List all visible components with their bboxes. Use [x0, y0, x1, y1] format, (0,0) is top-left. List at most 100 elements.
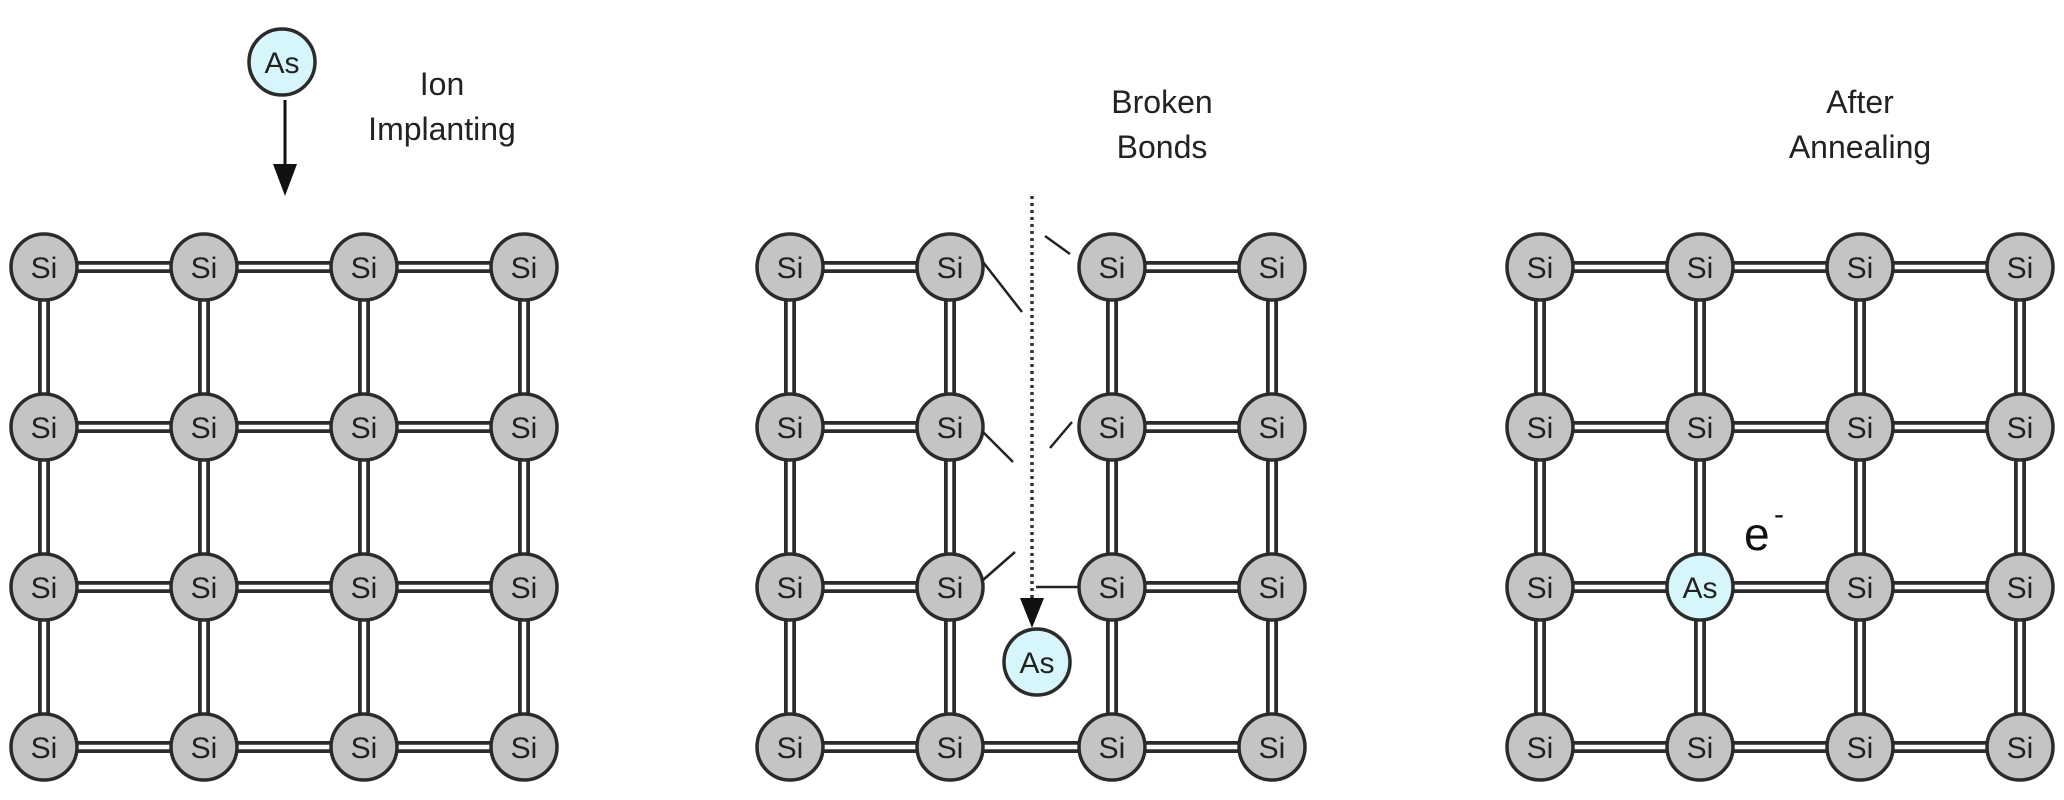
- silicon-atom: Si: [915, 232, 985, 302]
- silicon-atom-circle: [329, 392, 399, 462]
- silicon-atom: Si: [1505, 552, 1575, 622]
- silicon-atom-circle: [1825, 552, 1895, 622]
- atom-label: Si: [1527, 412, 1554, 445]
- caption-line: Implanting: [368, 111, 516, 147]
- silicon-atom-circle: [489, 392, 559, 462]
- atom-label: Si: [351, 252, 378, 285]
- atom-label: Si: [191, 732, 218, 765]
- silicon-atom-circle: [915, 712, 985, 782]
- atom-label: Si: [777, 732, 804, 765]
- silicon-atom-circle: [1985, 232, 2055, 302]
- silicon-atom: Si: [755, 232, 825, 302]
- atom-label: Si: [1687, 252, 1714, 285]
- atom-label: Si: [1847, 412, 1874, 445]
- atom-label: Si: [351, 732, 378, 765]
- silicon-atom: Si: [1665, 712, 1735, 782]
- silicon-atom-circle: [329, 712, 399, 782]
- silicon-atom: Si: [1077, 232, 1147, 302]
- silicon-atom: Si: [1665, 392, 1735, 462]
- silicon-atom: Si: [169, 552, 239, 622]
- silicon-atom-circle: [915, 392, 985, 462]
- silicon-atom: Si: [915, 392, 985, 462]
- ion-path-arrow-head: [1020, 598, 1044, 628]
- atom-label: Si: [511, 732, 538, 765]
- atom-label: As: [264, 47, 299, 80]
- atom-label: Si: [511, 572, 538, 605]
- silicon-atom-circle: [1505, 552, 1575, 622]
- silicon-atom-circle: [755, 232, 825, 302]
- atom-label: Si: [2007, 572, 2034, 605]
- silicon-atom: Si: [1505, 712, 1575, 782]
- silicon-atom: Si: [169, 712, 239, 782]
- atom-label: Si: [191, 252, 218, 285]
- silicon-atom-circle: [1237, 392, 1307, 462]
- silicon-atom-circle: [1505, 232, 1575, 302]
- silicon-atom-circle: [169, 232, 239, 302]
- caption-line: Bonds: [1117, 129, 1208, 165]
- silicon-atom-circle: [489, 232, 559, 302]
- silicon-atom: Si: [329, 712, 399, 782]
- silicon-atom: Si: [1825, 552, 1895, 622]
- caption-after-annealing: After Annealing: [1789, 84, 1931, 165]
- silicon-atom: Si: [1825, 712, 1895, 782]
- silicon-atom-circle: [329, 232, 399, 302]
- atom-label: Si: [1259, 252, 1286, 285]
- silicon-atom: Si: [9, 392, 79, 462]
- atom-label: Si: [511, 252, 538, 285]
- silicon-atom: Si: [329, 232, 399, 302]
- silicon-atom-circle: [755, 712, 825, 782]
- broken-bond-stub: [982, 431, 1014, 463]
- atom-label: Si: [1527, 572, 1554, 605]
- silicon-atom: Si: [915, 712, 985, 782]
- arsenic-atom: [1002, 627, 1072, 697]
- atom-label: Si: [937, 572, 964, 605]
- atom-label: Si: [937, 732, 964, 765]
- atom-label: As: [1019, 647, 1054, 680]
- silicon-atom-circle: [1825, 392, 1895, 462]
- silicon-atom-circle: [1077, 712, 1147, 782]
- silicon-atom: Si: [755, 552, 825, 622]
- ion-track: [1020, 196, 1044, 628]
- atom-label: Si: [351, 412, 378, 445]
- silicon-atom: Si: [1077, 712, 1147, 782]
- atom-label: Si: [1687, 732, 1714, 765]
- atom-label: Si: [1687, 412, 1714, 445]
- atom-label: Si: [1259, 732, 1286, 765]
- silicon-atom: Si: [1985, 392, 2055, 462]
- silicon-atom: Si: [9, 552, 79, 622]
- atom-label: Si: [31, 572, 58, 605]
- silicon-atom-circle: [1505, 392, 1575, 462]
- caption-line: After: [1826, 84, 1894, 120]
- atom-label: Si: [2007, 732, 2034, 765]
- atom-label: Si: [937, 252, 964, 285]
- silicon-atom-circle: [1825, 232, 1895, 302]
- silicon-atom-circle: [9, 392, 79, 462]
- silicon-atom: Si: [1985, 232, 2055, 302]
- atom-label: Si: [31, 252, 58, 285]
- electron-symbol: e: [1744, 508, 1770, 560]
- silicon-atom-circle: [1077, 232, 1147, 302]
- electron-charge: -: [1774, 498, 1784, 531]
- silicon-atom-circle: [1985, 392, 2055, 462]
- silicon-atom: Si: [1825, 232, 1895, 302]
- silicon-atom-circle: [1505, 712, 1575, 782]
- silicon-atom-circle: [169, 712, 239, 782]
- arsenic-atom: [1665, 552, 1735, 622]
- silicon-atom: Si: [329, 392, 399, 462]
- free-electron: e -: [1744, 498, 1784, 560]
- silicon-atom: Si: [489, 552, 559, 622]
- atom-label: Si: [1259, 572, 1286, 605]
- atom-label: Si: [1847, 572, 1874, 605]
- silicon-atom: Si: [169, 232, 239, 302]
- silicon-atom-circle: [755, 552, 825, 622]
- atom-label: Si: [777, 252, 804, 285]
- broken-bond-stub: [1049, 421, 1073, 449]
- atom-label: Si: [1099, 252, 1126, 285]
- silicon-atom-circle: [1237, 232, 1307, 302]
- silicon-atom-circle: [329, 552, 399, 622]
- atom-label: Si: [777, 572, 804, 605]
- atom-label: Si: [1847, 732, 1874, 765]
- atom-label: Si: [31, 732, 58, 765]
